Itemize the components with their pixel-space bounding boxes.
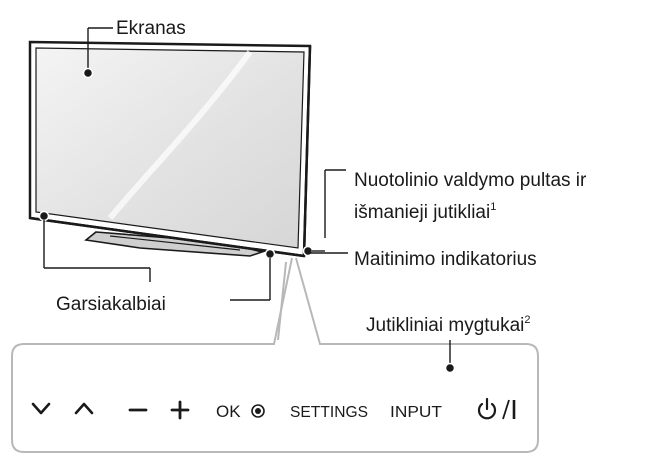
chevron-up-icon	[74, 402, 94, 415]
label-power-indicator: Maitinimo indikatorius	[354, 249, 537, 270]
label-remote-sensors: Nuotolinio valdymo pultas ir	[354, 170, 587, 191]
label-remote-sensors-text: išmanieji jutikliai	[354, 202, 490, 223]
ok-button[interactable]: OK	[216, 402, 265, 421]
settings-button[interactable]: SETTINGS	[290, 404, 368, 421]
power-indicator-callout: Maitinimo indikatorius	[310, 249, 537, 270]
input-button[interactable]: INPUT	[390, 404, 442, 421]
down-button[interactable]	[31, 402, 51, 415]
touch-button-row: OK SETTINGS INPUT	[31, 397, 516, 421]
remote-sensor-marker	[302, 245, 314, 257]
touch-buttons-callout: Jutikliniai mygtukai2	[366, 314, 531, 374]
label-touch-buttons-text: Jutikliniai mygtukai	[366, 315, 524, 336]
label-touch-buttons: Jutikliniai mygtukai2	[366, 314, 531, 336]
tv-set	[28, 40, 312, 258]
label-speakers: Garsiakalbiai	[56, 294, 166, 315]
footnote-1: 1	[490, 201, 496, 213]
label-remote-sensors-line2: išmanieji jutikliai1	[354, 201, 496, 223]
touch-buttons-marker	[444, 362, 456, 374]
settings-label: SETTINGS	[290, 404, 368, 421]
screen-callout: Ekranas	[82, 18, 186, 79]
label-screen: Ekranas	[116, 18, 186, 39]
footnote-2: 2	[524, 314, 530, 326]
ok-label: OK	[216, 402, 241, 421]
input-label: INPUT	[390, 404, 442, 421]
plus-icon	[170, 400, 190, 420]
chevron-down-icon	[31, 402, 51, 415]
slash-glyph	[502, 399, 510, 420]
power-button[interactable]	[477, 397, 516, 420]
up-button[interactable]	[74, 402, 94, 415]
speakers-callout: Garsiakalbiai	[38, 210, 276, 315]
speaker-marker-right	[264, 248, 276, 260]
power-icon	[477, 397, 497, 420]
touch-panel-zoom	[11, 257, 539, 453]
target-circle-icon	[251, 404, 265, 418]
remote-sensor-callout: Nuotolinio valdymo pultas ir išmanieji j…	[302, 169, 587, 257]
speaker-marker-left	[38, 210, 50, 222]
volume-up-button[interactable]	[170, 400, 190, 420]
screen-marker	[82, 67, 94, 79]
